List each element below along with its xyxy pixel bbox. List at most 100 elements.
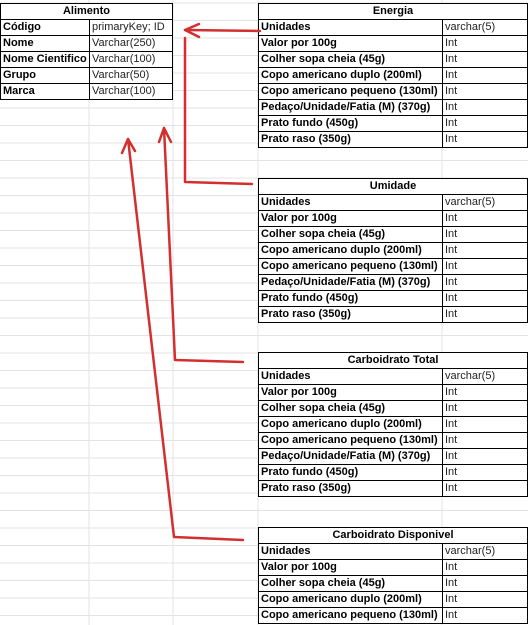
energia-table-title: Energia <box>258 3 528 20</box>
field-type[interactable]: Int <box>442 258 528 275</box>
field-name[interactable]: Copo americano pequeno (130ml) <box>258 432 443 449</box>
table-row: Colher sopa cheia (45g)Int <box>258 400 528 417</box>
table-row: Pedaço/Unidade/Fatia (M) (370g)Int <box>258 99 528 116</box>
field-name[interactable]: Unidades <box>258 368 443 385</box>
field-type[interactable]: Int <box>442 51 528 68</box>
field-name[interactable]: Copo americano duplo (200ml) <box>258 67 443 84</box>
alimento-table-title: Alimento <box>0 3 173 20</box>
field-type[interactable]: primaryKey; ID <box>89 19 173 36</box>
field-type[interactable]: Int <box>442 306 528 323</box>
table-row: Prato raso (350g)Int <box>258 306 528 323</box>
table-row: Copo americano duplo (200ml)Int <box>258 591 528 608</box>
field-type[interactable]: Int <box>442 242 528 259</box>
carbo-disponivel-table-title: Carboidrato Disponivel <box>258 527 528 544</box>
table-row: Prato raso (350g)Int <box>258 480 528 497</box>
table-row: Copo americano pequeno (130ml)Int <box>258 432 528 449</box>
field-name[interactable]: Prato raso (350g) <box>258 306 443 323</box>
field-type[interactable]: Int <box>442 432 528 449</box>
table-row: Copo americano pequeno (130ml)Int <box>258 258 528 275</box>
field-type[interactable]: Int <box>442 35 528 52</box>
field-type[interactable]: varchar(5) <box>442 194 528 211</box>
field-type[interactable]: Int <box>442 274 528 291</box>
field-name[interactable]: Prato fundo (450g) <box>258 464 443 481</box>
field-type[interactable]: Int <box>442 559 528 576</box>
field-name[interactable]: Prato fundo (450g) <box>258 290 443 307</box>
field-type[interactable]: Varchar(100) <box>89 83 173 100</box>
field-name[interactable]: Valor por 100g <box>258 559 443 576</box>
table-row: Copo americano pequeno (130ml)Int <box>258 83 528 100</box>
table-row: Prato fundo (450g)Int <box>258 290 528 307</box>
field-type[interactable]: Int <box>442 448 528 465</box>
field-name[interactable]: Copo americano pequeno (130ml) <box>258 258 443 275</box>
field-type[interactable]: varchar(5) <box>442 368 528 385</box>
field-name[interactable]: Nome <box>0 35 90 52</box>
field-name[interactable]: Colher sopa cheia (45g) <box>258 51 443 68</box>
field-name[interactable]: Pedaço/Unidade/Fatia (M) (370g) <box>258 274 443 291</box>
field-type[interactable]: Varchar(100) <box>89 51 173 68</box>
field-type[interactable]: Varchar(50) <box>89 67 173 84</box>
field-type[interactable]: Int <box>442 480 528 497</box>
field-name[interactable]: Grupo <box>0 67 90 84</box>
field-type[interactable]: Int <box>442 416 528 433</box>
field-name[interactable]: Nome Cientifico <box>0 51 90 68</box>
field-type[interactable]: Int <box>442 575 528 592</box>
field-type[interactable]: Int <box>442 226 528 243</box>
field-type[interactable]: Int <box>442 400 528 417</box>
field-type[interactable]: Int <box>442 99 528 116</box>
table-row: Pedaço/Unidade/Fatia (M) (370g)Int <box>258 448 528 465</box>
field-name[interactable]: Copo americano duplo (200ml) <box>258 416 443 433</box>
field-name[interactable]: Valor por 100g <box>258 384 443 401</box>
table-row: Colher sopa cheia (45g)Int <box>258 575 528 592</box>
field-name[interactable]: Prato fundo (450g) <box>258 115 443 132</box>
field-type[interactable]: varchar(5) <box>442 543 528 560</box>
field-name[interactable]: Código <box>0 19 90 36</box>
field-type[interactable]: Int <box>442 131 528 148</box>
field-name[interactable]: Copo americano pequeno (130ml) <box>258 83 443 100</box>
table-row: Prato raso (350g)Int <box>258 131 528 148</box>
table-row: Prato fundo (450g)Int <box>258 115 528 132</box>
field-type[interactable]: Int <box>442 83 528 100</box>
field-name[interactable]: Prato raso (350g) <box>258 480 443 497</box>
field-name[interactable]: Colher sopa cheia (45g) <box>258 400 443 417</box>
field-type[interactable]: Int <box>442 591 528 608</box>
field-name[interactable]: Unidades <box>258 19 443 36</box>
field-type[interactable]: Int <box>442 464 528 481</box>
field-type[interactable]: Varchar(250) <box>89 35 173 52</box>
field-name[interactable]: Colher sopa cheia (45g) <box>258 575 443 592</box>
field-type[interactable]: Int <box>442 384 528 401</box>
field-name[interactable]: Copo americano duplo (200ml) <box>258 591 443 608</box>
field-type[interactable]: Int <box>442 67 528 84</box>
table-row: Prato fundo (450g)Int <box>258 464 528 481</box>
umidade-table-title: Umidade <box>258 178 528 195</box>
field-name[interactable]: Copo americano duplo (200ml) <box>258 242 443 259</box>
field-name[interactable]: Unidades <box>258 194 443 211</box>
field-type[interactable]: Int <box>442 210 528 227</box>
field-type[interactable]: Int <box>442 607 528 624</box>
field-name[interactable]: Unidades <box>258 543 443 560</box>
field-name[interactable]: Prato raso (350g) <box>258 131 443 148</box>
field-name[interactable]: Pedaço/Unidade/Fatia (M) (370g) <box>258 448 443 465</box>
field-name[interactable]: Colher sopa cheia (45g) <box>258 226 443 243</box>
field-name[interactable]: Marca <box>0 83 90 100</box>
field-name[interactable]: Valor por 100g <box>258 210 443 227</box>
field-type[interactable]: Int <box>442 115 528 132</box>
field-type[interactable]: varchar(5) <box>442 19 528 36</box>
field-type[interactable]: Int <box>442 290 528 307</box>
table-row: Colher sopa cheia (45g)Int <box>258 226 528 243</box>
field-name[interactable]: Copo americano pequeno (130ml) <box>258 607 443 624</box>
field-name[interactable]: Pedaço/Unidade/Fatia (M) (370g) <box>258 99 443 116</box>
field-name[interactable]: Valor por 100g <box>258 35 443 52</box>
